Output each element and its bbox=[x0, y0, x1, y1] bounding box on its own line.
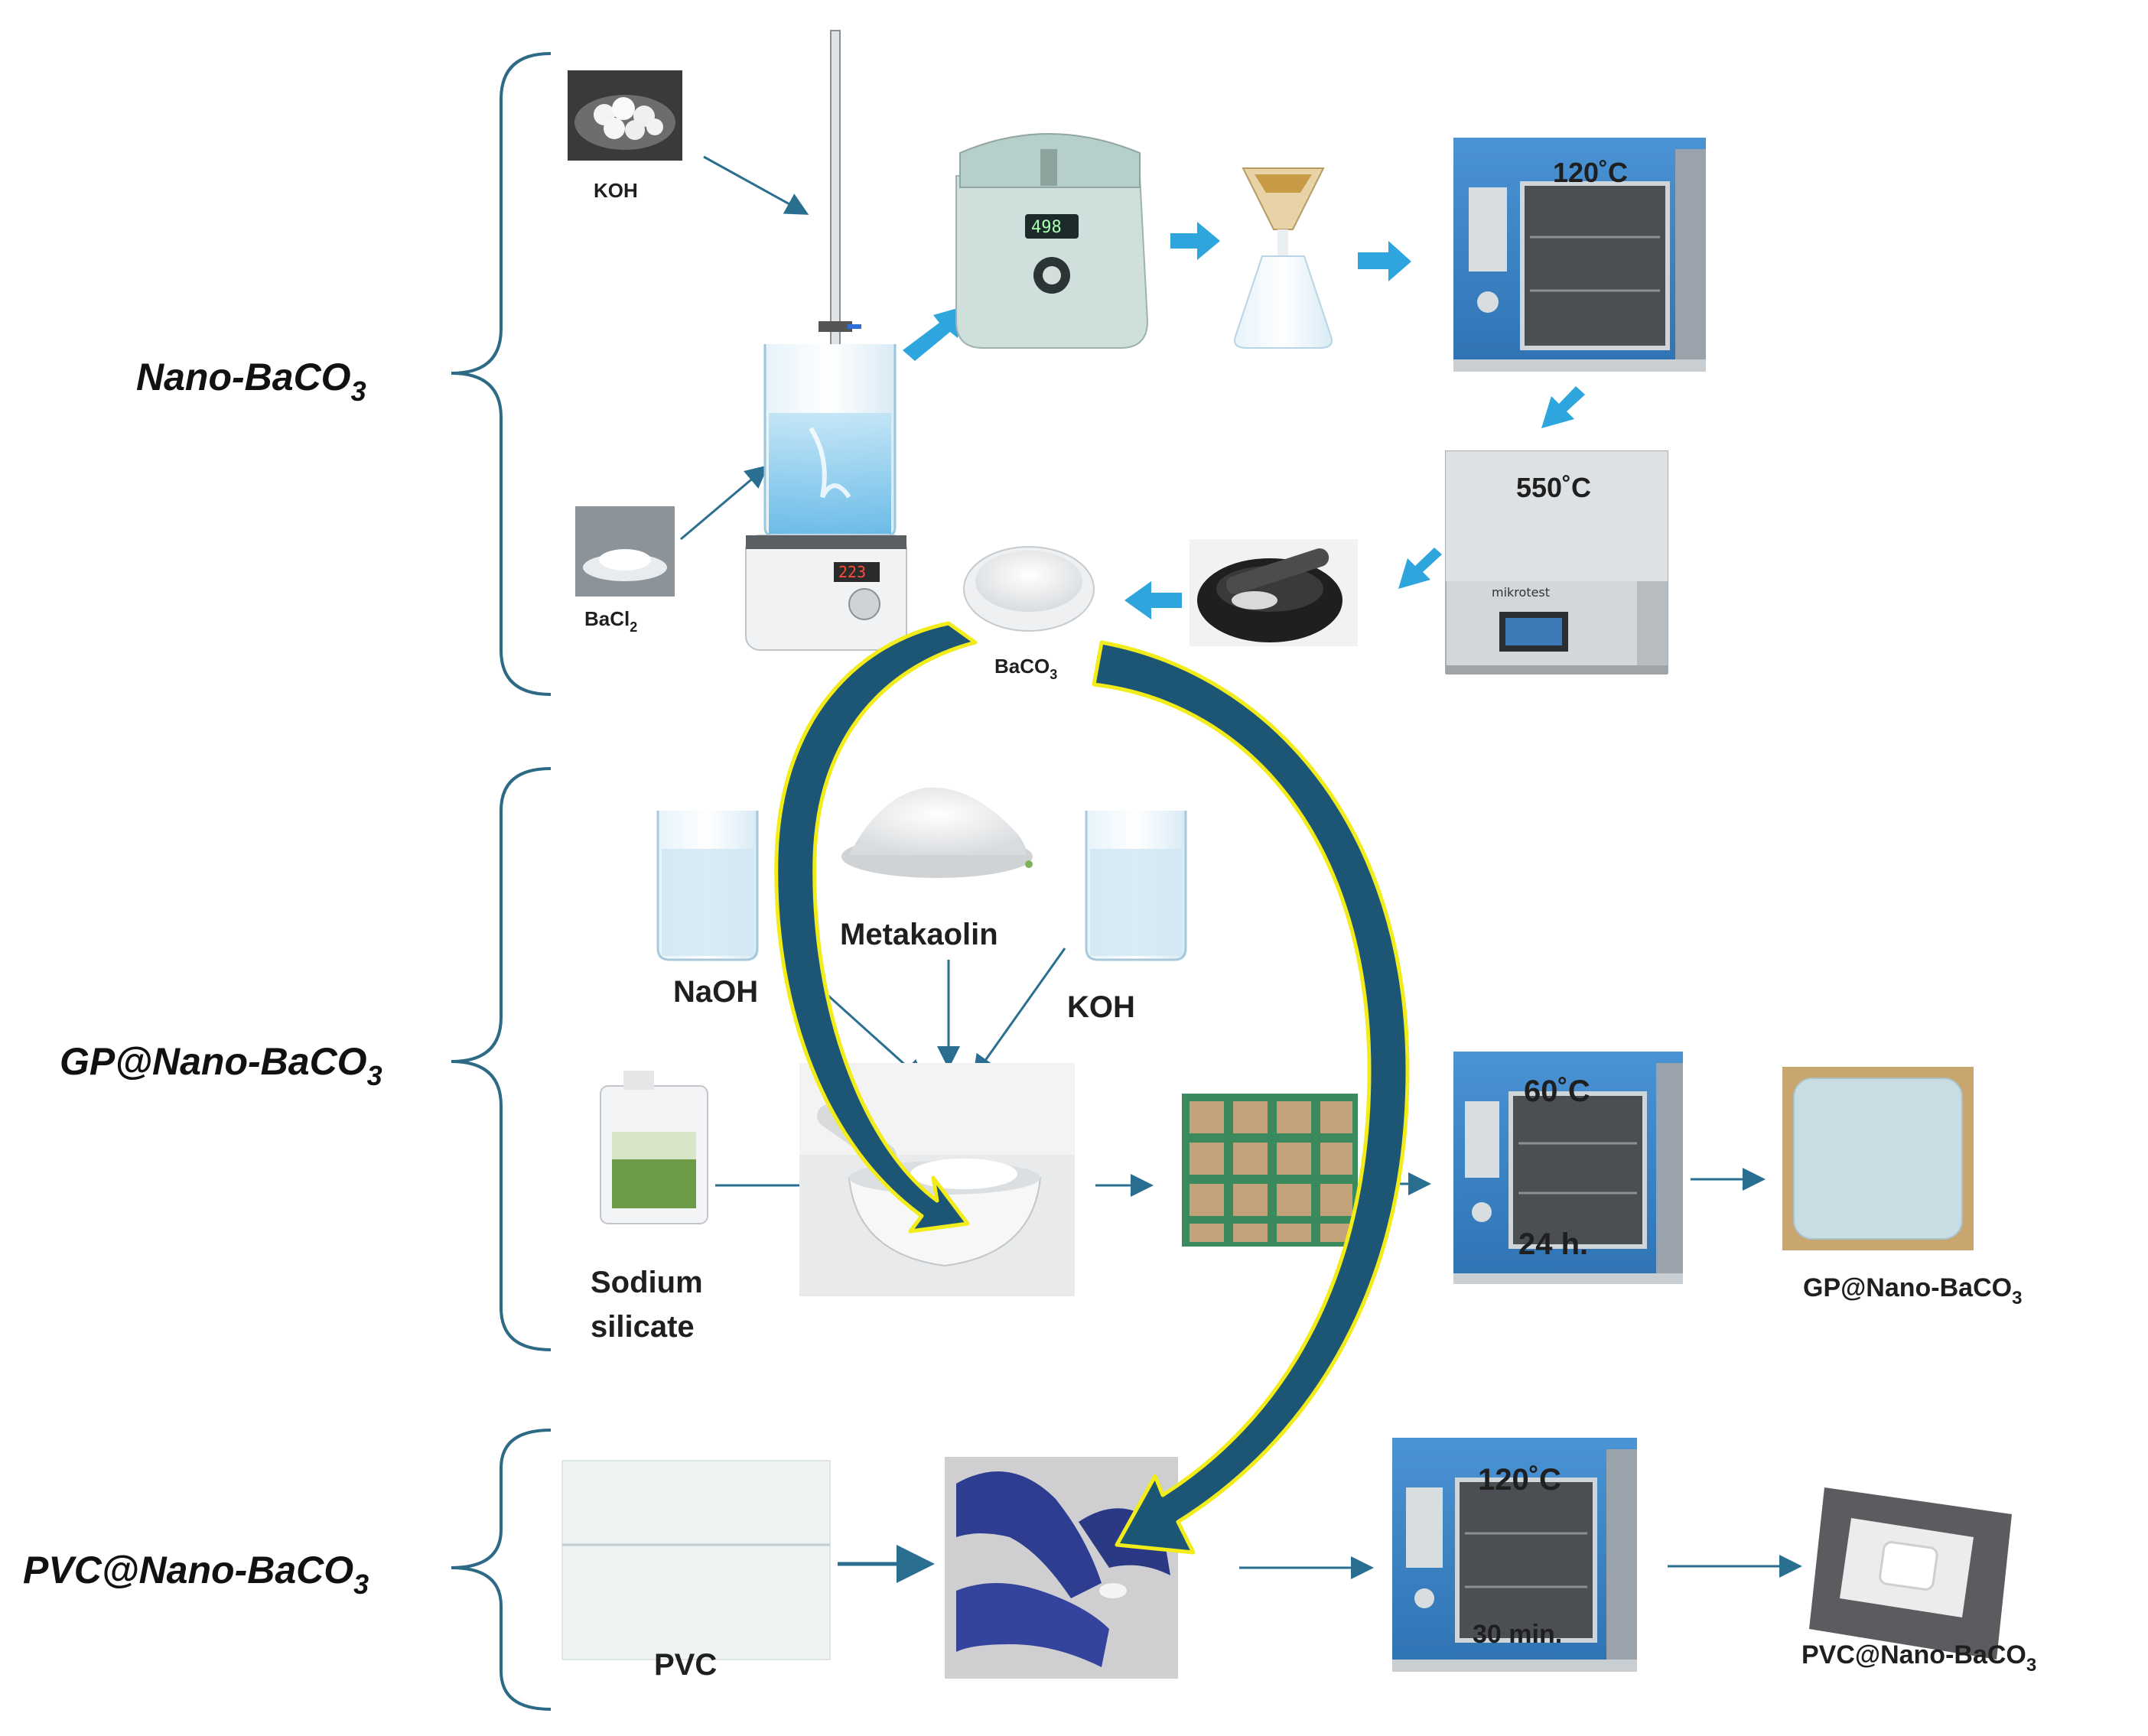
sodium-silicate-label-2: silicate bbox=[591, 1310, 695, 1344]
naoh-label: NaOH bbox=[673, 975, 758, 1009]
oven-temp-120-row3: 120˚C bbox=[1478, 1463, 1561, 1497]
bacl2-label: BaCl2 bbox=[584, 607, 637, 635]
section-label-pvc: PVC@Nano-BaCO3 bbox=[23, 1549, 369, 1600]
koh-beaker-image bbox=[1085, 811, 1187, 961]
arrow-filter-to-oven bbox=[1358, 241, 1411, 281]
arrow-sonicator-to-filter bbox=[1170, 222, 1220, 260]
metakaolin-powder-image bbox=[841, 787, 1033, 878]
svg-text:498: 498 bbox=[1031, 218, 1062, 237]
drying-oven-120-image bbox=[1453, 138, 1706, 372]
svg-text:223: 223 bbox=[838, 563, 866, 581]
arrow-oven-to-furnace bbox=[1541, 386, 1585, 428]
ultrasonic-bath-image: 498 bbox=[955, 133, 1149, 349]
arrow-mortar-to-baco3 bbox=[1124, 581, 1182, 619]
baco3-to-pvc-curved-arrow bbox=[1092, 640, 1410, 1555]
bacl2-to-stirrer-arrow bbox=[680, 465, 769, 541]
sodium-silicate-label-1: Sodium bbox=[591, 1266, 703, 1299]
furnace-brand: mikrotest bbox=[1492, 585, 1550, 600]
oven-temp-60: 60˚C bbox=[1524, 1074, 1590, 1108]
koh-to-burette-arrow bbox=[703, 155, 809, 215]
koh-to-mortar-arrow bbox=[972, 948, 1066, 1078]
brace-nano bbox=[451, 52, 552, 696]
drying-oven-120-row3-image bbox=[1392, 1438, 1637, 1672]
gloved-hands-mixing-image bbox=[945, 1457, 1178, 1679]
pvc-product-image bbox=[1809, 1487, 2012, 1660]
oven-time-30min: 30 min. bbox=[1473, 1620, 1562, 1649]
oven-temp-120-row1: 120˚C bbox=[1553, 157, 1628, 188]
brace-pvc bbox=[451, 1429, 552, 1711]
pvc-product-label: PVC@Nano-BaCO3 bbox=[1801, 1640, 2036, 1676]
brace-gp bbox=[451, 767, 552, 1351]
gp-product-image bbox=[1782, 1067, 1974, 1250]
pvc-label: PVC bbox=[654, 1648, 717, 1682]
muffle-furnace-image bbox=[1445, 450, 1668, 675]
bacl2-powder-image bbox=[575, 506, 675, 597]
baco3-powder-image bbox=[963, 546, 1095, 632]
arrow-furnace-to-mortar bbox=[1398, 548, 1442, 589]
burette-and-stirrer-image: 223 bbox=[745, 30, 907, 651]
geopolymer-mold-grid-image bbox=[1182, 1094, 1358, 1247]
pvc-sheet-image bbox=[561, 1460, 831, 1660]
filtration-funnel-image bbox=[1234, 167, 1333, 349]
gp-product-label: GP@Nano-BaCO3 bbox=[1803, 1273, 2022, 1309]
koh-label-row2: KOH bbox=[1067, 990, 1135, 1024]
section-label-nano: Nano-BaCO3 bbox=[136, 356, 366, 407]
furnace-temp-550: 550˚C bbox=[1516, 472, 1591, 503]
oven-time-24h: 24 h. bbox=[1518, 1227, 1588, 1261]
naoh-beaker-image bbox=[656, 811, 759, 961]
baco3-to-gp-curved-arrow bbox=[774, 621, 978, 1234]
arrow-stirrer-to-sonicator bbox=[903, 306, 965, 361]
koh-label: KOH bbox=[594, 179, 638, 202]
metakaolin-label: Metakaolin bbox=[840, 918, 998, 951]
baco3-label: BaCO3 bbox=[994, 655, 1057, 682]
sodium-silicate-container-image bbox=[600, 1071, 708, 1224]
section-label-gp: GP@Nano-BaCO3 bbox=[60, 1040, 382, 1091]
mortar-grinding-image bbox=[1190, 539, 1358, 646]
drying-oven-60-image bbox=[1453, 1052, 1683, 1284]
koh-pellets-image bbox=[568, 70, 682, 161]
